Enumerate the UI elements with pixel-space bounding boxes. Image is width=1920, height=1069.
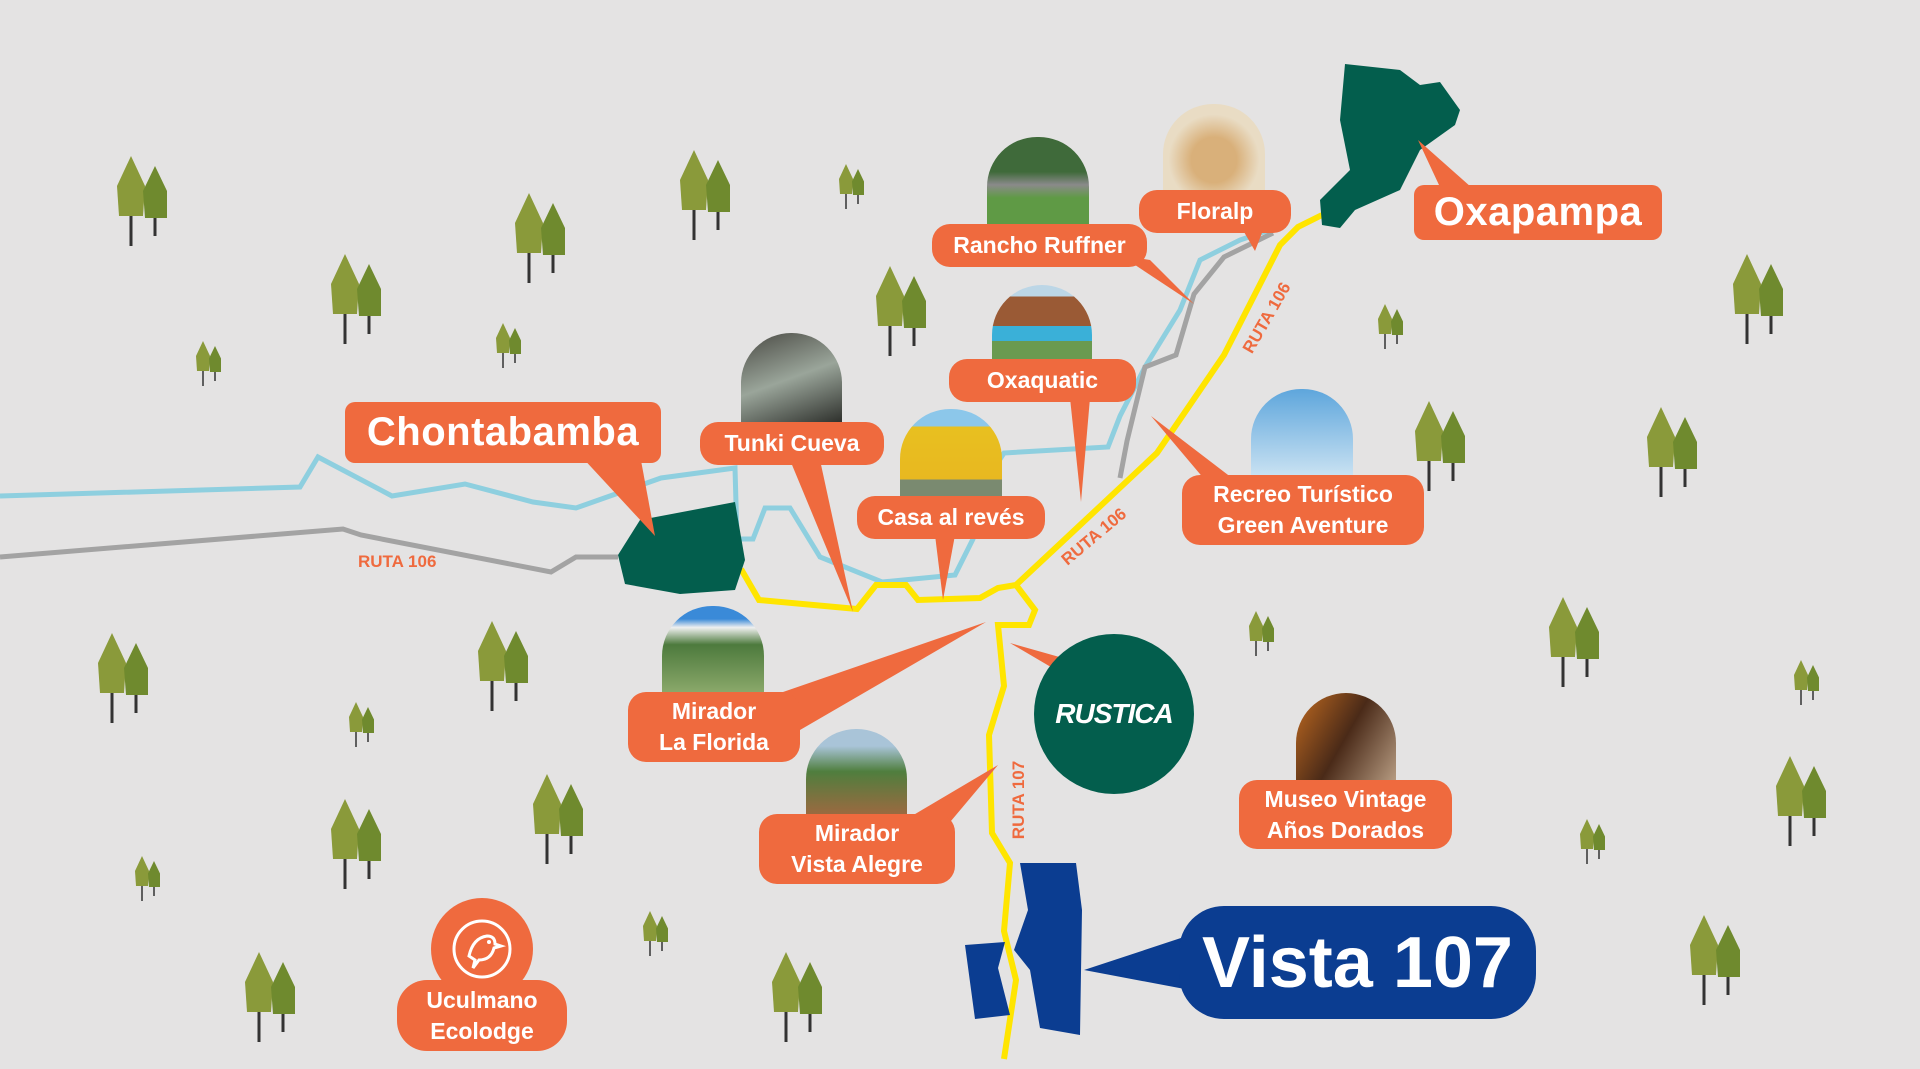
tree-icon [245,952,295,1042]
mirador-la-florida-photo [662,606,764,692]
tree-icon [496,323,521,368]
mirador-vista-alegre-photo [806,729,907,814]
museo-line2: Años Dorados [1266,816,1425,843]
vista-alegre-line2: Vista Alegre [791,851,923,877]
casa-al-reves-label[interactable]: Casa al revés [857,496,1045,539]
tree-icon [1580,819,1605,864]
tree-icon [1794,660,1819,705]
uculmano-ecolodge-label[interactable]: Uculmano Ecolodge [397,980,567,1051]
museo-vintage-label[interactable]: Museo Vintage Años Dorados [1239,780,1452,849]
tree-icon [1249,611,1274,656]
yellow-road-107 [985,583,1039,1060]
tree-icon [839,164,864,209]
tree-icon [1415,401,1465,491]
la-florida-line1: Mirador [671,698,757,724]
route-107-label: RUTA 107 [1009,760,1029,840]
casa-al-reves-photo [900,409,1002,497]
tunki-cueva-label[interactable]: Tunki Cueva [700,422,884,465]
rancho-ruffner-photo [987,137,1089,224]
tree-icon [349,702,374,747]
tree-icon [533,774,583,864]
tree-icon [331,799,381,889]
floralp-photo [1163,104,1265,190]
tree-icon [1647,407,1697,497]
grey-road-north [1117,230,1275,479]
rancho-ruffner-label[interactable]: Rancho Ruffner [932,224,1147,267]
grey-road [0,526,618,575]
museo-vintage-photo [1296,693,1396,780]
vista-107-label[interactable]: Vista 107 [1179,906,1536,1019]
la-florida-line2: La Florida [659,729,769,755]
green-aventure-line2: Green Aventure [1217,512,1389,538]
rustica-logo[interactable]: RUSTICA [1034,634,1194,794]
green-aventure-label[interactable]: Recreo Turístico Green Aventure [1182,475,1424,545]
uculmano-line2: Ecolodge [430,1017,534,1044]
tree-icon [135,856,160,901]
vista-area [1014,863,1082,1035]
tree-icon [1549,597,1599,687]
tree-icon [117,156,167,246]
trees [98,150,1826,1042]
uculmano-line1: Uculmano [426,986,538,1013]
tree-icon [1733,254,1783,344]
oxaquatic-label[interactable]: Oxaquatic [949,359,1136,402]
vista-area-small [965,942,1010,1019]
tree-icon [196,341,221,386]
tree-icon [1378,304,1403,349]
tree-icon [331,254,381,344]
rustica-logo-text: RUSTICA [1055,698,1173,729]
tree-icon [772,952,822,1042]
chontabamba-label[interactable]: Chontabamba [345,402,661,463]
tree-icon [98,633,148,723]
tree-icon [1776,756,1826,846]
green-aventure-line1: Recreo Turístico [1213,481,1393,507]
yellow-road-106 [738,212,1324,613]
oxapampa-area [1320,64,1460,228]
tree-icon [515,193,565,283]
museo-line1: Museo Vintage [1264,785,1427,812]
green-aventure-photo [1251,389,1353,475]
tree-icon [876,266,926,356]
tree-icon [680,150,730,240]
tree-icon [478,621,528,711]
oxaquatic-photo [992,285,1092,360]
floralp-label[interactable]: Floralp [1139,190,1291,233]
tree-icon [1690,915,1740,1005]
tree-icon [643,911,668,956]
mirador-vista-alegre-label[interactable]: Mirador Vista Alegre [759,814,955,884]
route-106-west-label: RUTA 106 [358,552,437,571]
tunki-cueva-photo [741,333,842,423]
vista-alegre-line1: Mirador [814,820,900,846]
oxapampa-label[interactable]: Oxapampa [1414,185,1662,240]
mirador-la-florida-label[interactable]: Mirador La Florida [628,692,800,762]
